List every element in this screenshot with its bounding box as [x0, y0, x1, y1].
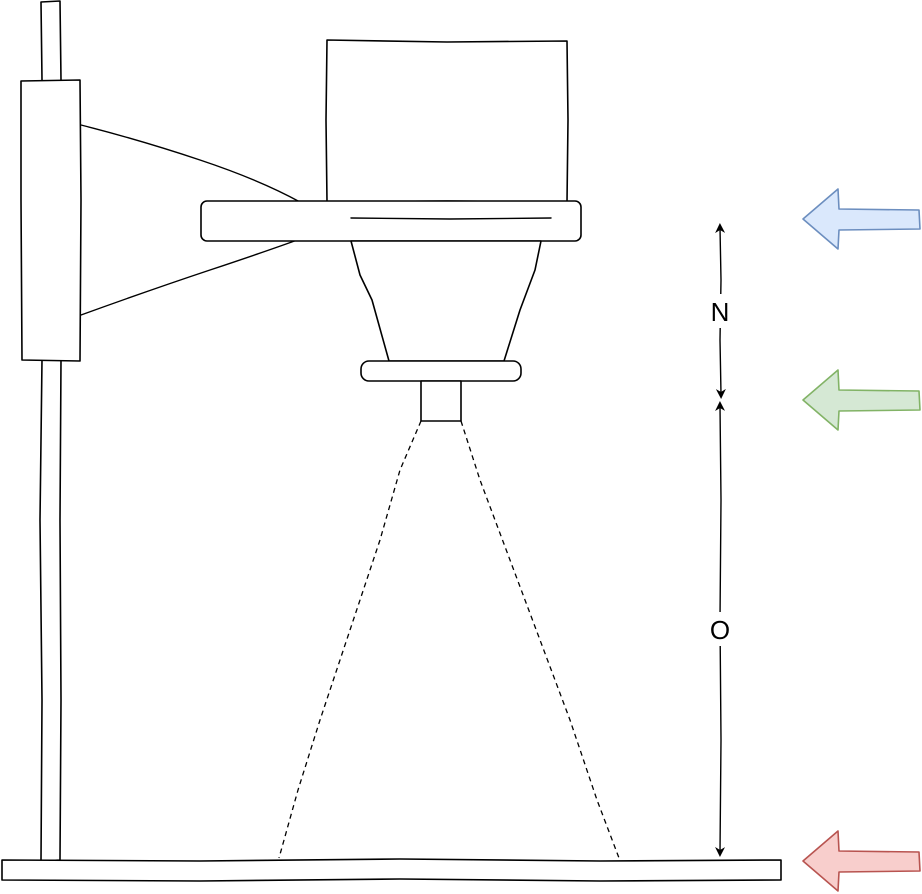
top-indicator-arrow [802, 188, 921, 250]
mount-plate [200, 200, 582, 242]
arm-lower [80, 238, 301, 316]
arm-upper [80, 124, 301, 203]
field-of-view-right [460, 420, 620, 859]
bottom-indicator-arrow [802, 830, 921, 892]
lens-cone [350, 240, 542, 362]
lens-tip [420, 380, 462, 422]
lens-ring [360, 360, 522, 382]
pole-clamp [20, 79, 82, 362]
middle-indicator-arrow [802, 369, 921, 431]
mount-plate-groove [350, 217, 552, 220]
dimension-o-label: O [710, 615, 730, 645]
stand-base [1, 858, 782, 882]
field-of-view-left [278, 420, 422, 859]
camera-body [325, 39, 569, 203]
dimension-n-label: N [711, 297, 730, 327]
